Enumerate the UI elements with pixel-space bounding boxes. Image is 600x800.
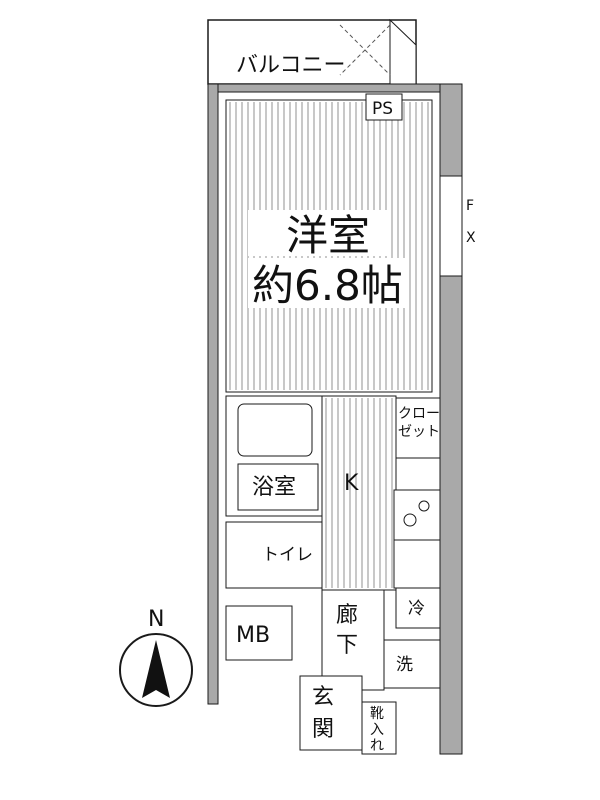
pipe-space: PS <box>365 93 403 121</box>
bathroom: 浴室 <box>225 395 323 517</box>
shoe-label-2: 入 <box>370 722 384 738</box>
kitchen: K <box>321 395 441 591</box>
mb-label: MB <box>236 623 270 648</box>
corridor-label-1: 廊 <box>336 603 358 628</box>
flooring-stripes <box>229 102 429 390</box>
kitchen-stripes <box>325 398 393 588</box>
entrance-label-2: 関 <box>312 717 334 742</box>
toilet-label: トイレ <box>262 545 313 565</box>
fix-label-x: X <box>466 230 476 246</box>
bath-label: 浴室 <box>252 475 296 500</box>
room-name-label: 洋室 <box>286 211 370 260</box>
north-arrow: N <box>119 607 193 707</box>
closet-label-2: ゼット <box>398 424 440 440</box>
balcony-label: バルコニー <box>236 53 346 78</box>
toilet: トイレ <box>225 521 323 589</box>
entrance: 玄 関 靴 入 れ <box>299 675 397 755</box>
shoe-label-1: 靴 <box>370 706 384 722</box>
appliances: 冷 洗 <box>383 587 441 689</box>
shoe-label-3: れ <box>370 738 384 754</box>
north-label: N <box>148 607 164 632</box>
closet: クロー ゼット <box>395 397 441 459</box>
washer-label: 洗 <box>396 655 413 675</box>
room-size-label: 約6.8帖 <box>252 261 403 310</box>
ps-label: PS <box>372 99 393 119</box>
corridor: 廊 下 <box>321 589 385 691</box>
corridor-label-2: 下 <box>336 633 358 658</box>
entrance-label-1: 玄 <box>312 685 334 710</box>
balcony: バルコニー <box>207 18 417 85</box>
western-room: 洋室 約6.8帖 <box>225 99 433 393</box>
fix-window: F X <box>439 175 476 277</box>
closet-label-1: クロー <box>398 406 440 422</box>
meter-box: MB <box>225 605 293 661</box>
fridge-label: 冷 <box>408 599 425 619</box>
fix-label-f: F <box>466 198 474 214</box>
kitchen-label: K <box>344 471 359 496</box>
